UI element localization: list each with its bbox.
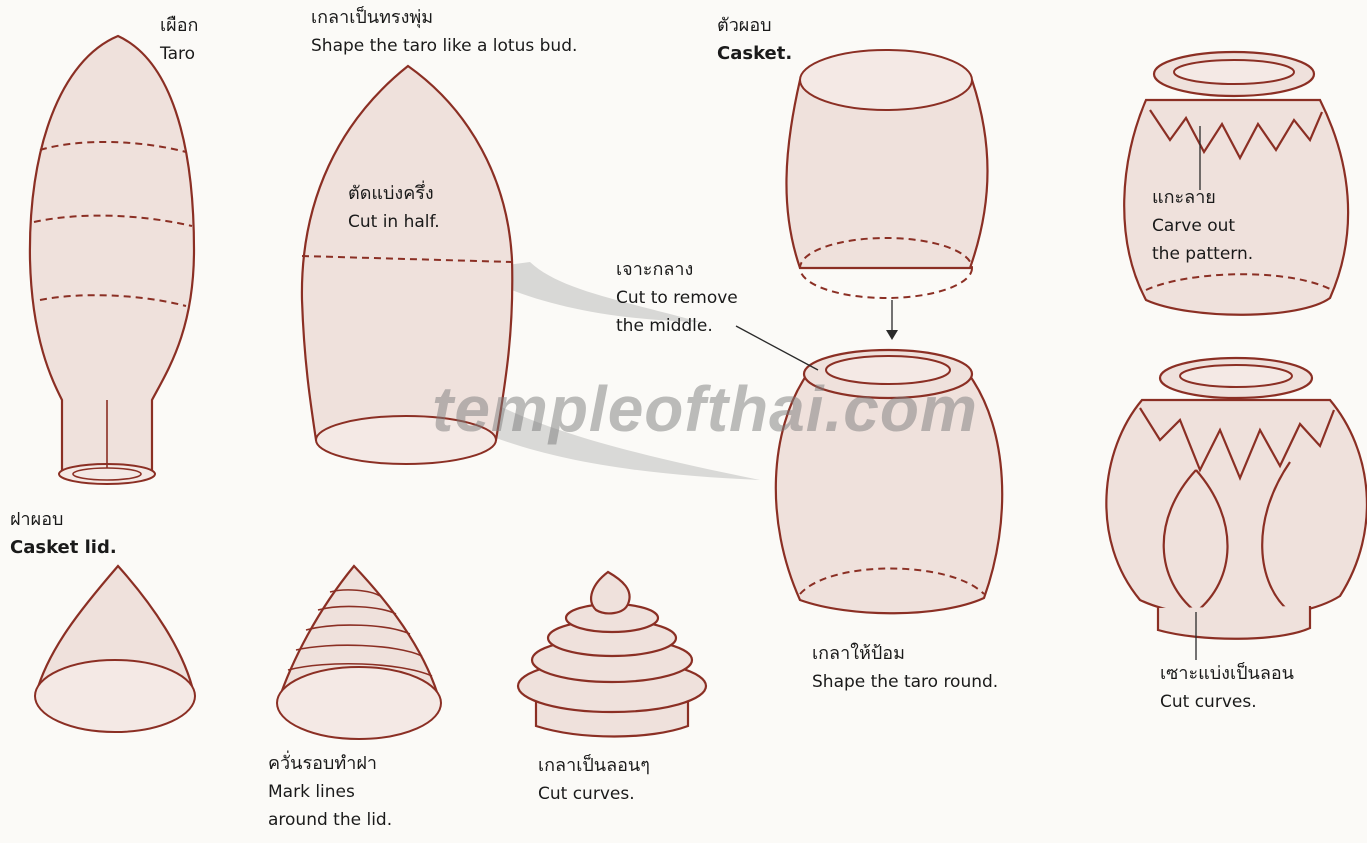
casket-top-illustration <box>786 50 987 340</box>
casket-round-illustration <box>736 326 1002 613</box>
label-lotus-bud-th: เกลาเป็นทรงพุ่ม <box>311 4 577 32</box>
label-remove-middle-en2: the middle. <box>616 312 738 340</box>
label-casket-th: ตัวผอบ <box>717 12 792 40</box>
curved-casket-illustration <box>1106 358 1367 660</box>
label-mark-lines-en2: around the lid. <box>268 806 392 834</box>
label-shape-round: เกลาให้ป้อม Shape the taro round. <box>812 640 998 696</box>
label-shape-round-en: Shape the taro round. <box>812 668 998 696</box>
label-casket-lid: ฝาผอบ Casket lid. <box>10 506 117 562</box>
label-mark-lines-en1: Mark lines <box>268 778 392 806</box>
label-carve-pattern: แกะลาย Carve out the pattern. <box>1152 184 1253 268</box>
label-taro: เผือก Taro <box>160 12 198 68</box>
label-mark-lines-th: ควั่นรอบทำฝา <box>268 750 392 778</box>
label-cut-half-en: Cut in half. <box>348 208 440 236</box>
label-lotus-bud-en: Shape the taro like a lotus bud. <box>311 32 577 60</box>
label-cut-curves-lid-en: Cut curves. <box>538 780 650 808</box>
label-remove-middle-en1: Cut to remove <box>616 284 738 312</box>
watermark-text: templeofthai.com <box>432 372 978 446</box>
label-carve-pattern-en2: the pattern. <box>1152 240 1253 268</box>
label-cut-curves-lid: เกลาเป็นลอนๆ Cut curves. <box>538 752 650 808</box>
label-casket-lid-th: ฝาผอบ <box>10 506 117 534</box>
label-cut-curves-casket: เซาะแบ่งเป็นลอน Cut curves. <box>1160 660 1294 716</box>
label-carve-pattern-en1: Carve out <box>1152 212 1253 240</box>
tiered-lid-illustration <box>518 572 706 737</box>
label-remove-middle-th: เจาะกลาง <box>616 256 738 284</box>
label-mark-lines: ควั่นรอบทำฝา Mark lines around the lid. <box>268 750 392 834</box>
label-taro-en: Taro <box>160 40 198 68</box>
label-taro-th: เผือก <box>160 12 198 40</box>
label-cut-curves-casket-en: Cut curves. <box>1160 688 1294 716</box>
label-shape-round-th: เกลาให้ป้อม <box>812 640 998 668</box>
label-lotus-bud: เกลาเป็นทรงพุ่ม Shape the taro like a lo… <box>311 4 577 60</box>
label-cut-half-th: ตัดแบ่งครึ่ง <box>348 180 440 208</box>
label-cut-half: ตัดแบ่งครึ่ง Cut in half. <box>348 180 440 236</box>
label-casket: ตัวผอบ Casket. <box>717 12 792 68</box>
lid-cone-illustration <box>35 566 195 732</box>
label-casket-en: Casket. <box>717 43 792 64</box>
label-remove-middle: เจาะกลาง Cut to remove the middle. <box>616 256 738 340</box>
label-cut-curves-casket-th: เซาะแบ่งเป็นลอน <box>1160 660 1294 688</box>
label-cut-curves-lid-th: เกลาเป็นลอนๆ <box>538 752 650 780</box>
label-carve-pattern-th: แกะลาย <box>1152 184 1253 212</box>
label-casket-lid-en: Casket lid. <box>10 537 117 558</box>
lid-lines-illustration <box>277 566 441 739</box>
taro-illustration <box>30 36 194 484</box>
